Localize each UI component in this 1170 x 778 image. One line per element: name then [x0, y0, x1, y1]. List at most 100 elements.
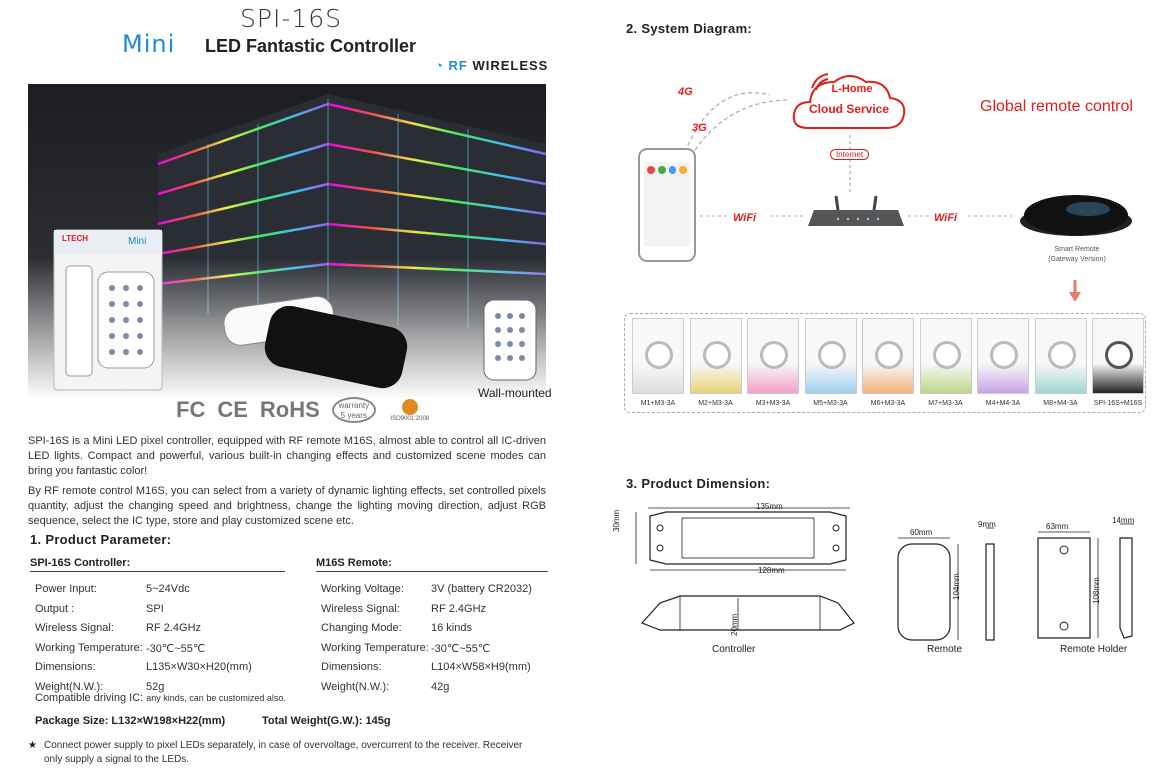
controller-spec-key: Dimensions:	[35, 661, 96, 673]
panel-package	[747, 318, 799, 394]
ctrl-length: 135mm	[756, 502, 783, 511]
controller-spec-value: -30℃~55℃	[146, 642, 206, 655]
caption-remote-holder: Remote Holder	[1060, 644, 1128, 655]
controller-spec-row: Weight(N.W.):52g	[35, 681, 285, 695]
controller-spec-row: Power Input:5~24Vdc	[35, 583, 285, 597]
intro-paragraph-1: SPI-16S is a Mini LED pixel controller, …	[28, 435, 546, 477]
remote-height: 104mm	[952, 573, 961, 600]
panel-package	[919, 318, 972, 394]
wifi-label-left: WiFi	[733, 212, 757, 224]
controller-spec-row: Dimensions: L135×W30×H20(mm)	[35, 661, 285, 675]
section-product-parameter: 1. Product Parameter:	[30, 532, 172, 547]
remote-spec-row: Changing Mode:16 kinds	[321, 622, 571, 636]
compatible-label: Compatible driving IC:	[35, 692, 144, 704]
warranty-bottom: 5 years	[340, 411, 367, 420]
iso-text: ISO9001:2008	[390, 415, 430, 422]
panel-label: M7+M3-3A	[928, 400, 963, 407]
panel-package	[977, 318, 1029, 394]
controller-spec-row: Working Temperature:-30℃~55℃	[35, 642, 285, 656]
gateway-line1: Smart Remote	[1054, 246, 1100, 253]
power-note: Connect power supply to pixel LEDs separ…	[44, 740, 523, 765]
package-series: Mini	[128, 236, 147, 247]
router	[808, 194, 904, 230]
warranty-badge: warranty 5 years	[331, 397, 376, 423]
iso-seal-icon	[401, 398, 418, 415]
controller-spec-key: Working Temperature:	[35, 641, 143, 654]
remote-spec-key: Changing Mode:	[321, 622, 402, 634]
smart-remote-gateway	[1018, 193, 1134, 237]
panel-label: M2+M3-3A	[698, 400, 733, 407]
remote-spec-row: Weight(N.W.): 42g	[321, 681, 571, 695]
compatible-value: any kinds, can be customized also.	[146, 693, 286, 703]
controller-spec-value: L135×W30×H20(mm)	[146, 661, 252, 673]
panel-label: M1+M3-3A	[640, 400, 676, 407]
controller-spec-value: 52g	[146, 680, 165, 693]
holder-width: 63mm	[1046, 522, 1069, 531]
cloud-line2: Cloud Service	[808, 102, 890, 116]
controller-spec-heading: SPI-16S Controller:	[30, 557, 285, 572]
panel-package	[1092, 318, 1144, 394]
product-title: LED Fantastic Controller	[205, 36, 417, 56]
panel-package	[689, 318, 742, 394]
wall-mounted-remote	[483, 299, 537, 381]
remote-spec-key: Working Temperature:	[321, 641, 429, 654]
section-product-dimension: 3. Product Dimension:	[626, 476, 771, 491]
cloud-icon	[792, 73, 906, 129]
panel-dial-icon	[932, 341, 961, 369]
controller-spec-key: Power Input:	[35, 583, 97, 595]
remote-spec-key: Weight(N.W.):	[321, 680, 390, 693]
gateway-icon	[1020, 195, 1132, 236]
router-icon	[808, 195, 904, 226]
wifi-label-right: WiFi	[934, 212, 958, 224]
package-brand: LTECH	[62, 234, 89, 243]
compatible-ic: Compatible driving IC: any kinds, can be…	[35, 692, 286, 704]
remote-width: 60mm	[910, 528, 933, 537]
panel-package	[862, 318, 914, 394]
remote-spec-value: -30℃~55℃	[431, 642, 491, 655]
gateway-label: Smart Remote (Gateway Version)	[1030, 245, 1124, 265]
model-title: SPI-16S	[240, 4, 343, 33]
remote-spec-key: Working Voltage:	[321, 583, 404, 595]
panel-dial-icon	[1047, 341, 1076, 369]
gateway-line2: (Gateway Version)	[1048, 256, 1106, 263]
section-system-diagram: 2. System Diagram:	[626, 21, 753, 36]
cloud-service: L-Home Cloud Service	[790, 70, 908, 132]
panel-dial-icon	[645, 341, 673, 369]
retail-package	[53, 229, 163, 391]
net-3g: 3G	[692, 122, 707, 134]
panel-package	[804, 318, 857, 394]
ce-logo: CE	[217, 397, 248, 422]
ctrl-inner-length: 128mm	[758, 566, 785, 575]
remote-spec-row: Wireless Signal:RF 2.4GHz	[321, 603, 571, 617]
remote-spec-value: 42g	[431, 680, 450, 693]
ctrl-height: 20mm	[730, 613, 739, 636]
system-diagram-lines	[679, 92, 1081, 302]
holder-height: 108mm	[1092, 577, 1101, 604]
wifi-tag-left: WiFi	[733, 208, 756, 226]
net-4g: 4G	[678, 86, 693, 98]
wifi-tag-right: WiFi	[934, 208, 957, 226]
holder-thickness: 14mm	[1112, 516, 1135, 525]
fcc-logo: FC	[176, 397, 206, 422]
panel-dial-icon	[875, 341, 903, 369]
controller-spec-key: Output :	[35, 602, 75, 615]
internet-tag: Internet	[830, 149, 870, 160]
cloud-line1: L-Home	[831, 83, 873, 95]
panel-label: M6+M3-3A	[870, 400, 906, 407]
panel-dial-icon	[990, 341, 1018, 369]
phone-screen	[644, 162, 690, 246]
iso-badge: ISO9001:2008	[388, 398, 432, 422]
remote-spec-key: Wireless Signal:	[321, 602, 400, 615]
star-icon: ★	[28, 740, 37, 751]
remote-spec-value: L104×W58×H9(mm)	[431, 661, 531, 673]
remote-spec-value: 3V (battery CR2032)	[431, 583, 532, 595]
remote-thickness: 9mm	[978, 520, 996, 529]
building-night-photo	[28, 84, 546, 400]
controller-spec-value: SPI	[146, 602, 164, 615]
panel-label: M3+M3-3A	[755, 400, 791, 407]
panel-label: M8+M4-3A	[1043, 400, 1078, 407]
remote-spec-heading: M16S Remote:	[316, 557, 548, 572]
panel-dial-icon	[702, 341, 731, 369]
total-weight: Total Weight(G.W.): 145g	[262, 715, 391, 727]
dimension-drawings	[635, 507, 1134, 641]
